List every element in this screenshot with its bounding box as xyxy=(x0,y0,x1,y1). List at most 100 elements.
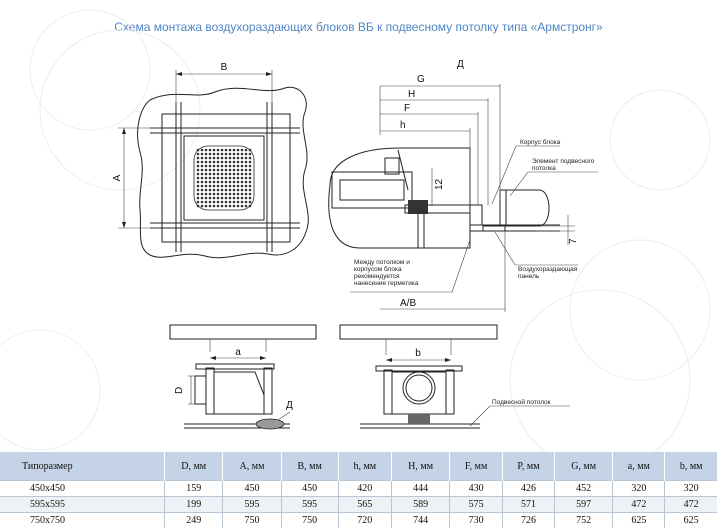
grille-hole xyxy=(237,205,240,208)
grille-hole xyxy=(213,181,216,184)
grille-hole xyxy=(229,185,232,188)
grille-hole xyxy=(237,161,240,164)
table-cell: 320 xyxy=(665,481,717,497)
grille-hole xyxy=(201,185,204,188)
grille-hole xyxy=(241,189,244,192)
grille-hole xyxy=(213,161,216,164)
grille-hole xyxy=(225,149,228,152)
grille-hole xyxy=(221,177,224,180)
grille-hole xyxy=(221,165,224,168)
grille-hole xyxy=(237,193,240,196)
table-cell: 571 xyxy=(502,497,554,513)
grille-hole xyxy=(201,181,204,184)
grille-hole xyxy=(217,205,220,208)
grille-hole xyxy=(205,181,208,184)
grille-hole xyxy=(245,181,248,184)
grille-hole xyxy=(201,161,204,164)
grille-hole xyxy=(249,177,252,180)
grille-hole xyxy=(225,169,228,172)
grille-hole xyxy=(233,161,236,164)
grille-hole xyxy=(245,161,248,164)
grille-hole xyxy=(237,157,240,160)
grille-hole xyxy=(217,185,220,188)
grille-hole xyxy=(221,157,224,160)
grille-hole xyxy=(237,165,240,168)
callout-element-1: Элемент подвесного xyxy=(532,158,595,165)
grille-hole xyxy=(241,157,244,160)
grille-hole xyxy=(213,165,216,168)
grille-hole xyxy=(225,173,228,176)
grille-hole xyxy=(221,161,224,164)
grille-hole xyxy=(225,185,228,188)
grille-hole xyxy=(249,173,252,176)
grille-hole xyxy=(209,165,212,168)
grille-hole xyxy=(205,153,208,156)
grille-hole xyxy=(245,197,248,200)
grille-hole xyxy=(241,165,244,168)
grille-hole xyxy=(229,181,232,184)
grille-hole xyxy=(217,161,220,164)
table-cell: 450 xyxy=(281,481,338,497)
grille-hole xyxy=(245,193,248,196)
grille-hole xyxy=(221,205,224,208)
grille-hole xyxy=(229,177,232,180)
grille-hole xyxy=(233,149,236,152)
grille-hole xyxy=(225,165,228,168)
table-cell: 452 xyxy=(555,481,613,497)
grille-hole xyxy=(241,153,244,156)
grille-hole xyxy=(249,169,252,172)
table-cell: 597 xyxy=(555,497,613,513)
grille-hole xyxy=(209,185,212,188)
grille-hole xyxy=(225,197,228,200)
grille-hole xyxy=(197,201,200,204)
grille-hole xyxy=(217,177,220,180)
grille-hole xyxy=(233,153,236,156)
table-header-cell: F, мм xyxy=(450,452,503,481)
grille-hole xyxy=(205,197,208,200)
grille-hole xyxy=(233,165,236,168)
dim-label-A: A xyxy=(112,174,123,181)
grille-hole xyxy=(213,201,216,204)
grille-hole xyxy=(225,153,228,156)
callout-panel-1: Воздухораздающая xyxy=(518,266,578,273)
grille-hole xyxy=(225,161,228,164)
grille-hole xyxy=(197,153,200,156)
grille-hole xyxy=(229,149,232,152)
grille-hole xyxy=(197,149,200,152)
grille-hole xyxy=(237,201,240,204)
grille-hole xyxy=(233,157,236,160)
grille-hole xyxy=(225,181,228,184)
table-cell: 199 xyxy=(165,497,223,513)
table-cell: 430 xyxy=(450,481,503,497)
grille-hole xyxy=(249,193,252,196)
grille-hole xyxy=(245,149,248,152)
grille-hole xyxy=(201,149,204,152)
grille-hole xyxy=(205,169,208,172)
dim-label-b: b xyxy=(415,348,421,359)
top-view: B A xyxy=(112,62,308,258)
table-cell: 595 xyxy=(223,497,281,513)
grille-hole xyxy=(217,197,220,200)
grille-hole xyxy=(241,201,244,204)
grille-hole xyxy=(209,197,212,200)
grille-hole xyxy=(233,201,236,204)
grille-hole xyxy=(209,173,212,176)
table-header-cell: D, мм xyxy=(165,452,223,481)
grille-hole xyxy=(221,149,224,152)
grille-hole xyxy=(201,177,204,180)
grille-hole xyxy=(233,197,236,200)
grille-hole xyxy=(197,165,200,168)
callout-mezhdu-3: рекомендуется xyxy=(354,273,400,280)
grille-hole xyxy=(197,181,200,184)
grille-hole xyxy=(213,149,216,152)
grille-hole xyxy=(197,161,200,164)
dim-label-D-top: Д xyxy=(457,59,464,70)
grille-hole xyxy=(209,181,212,184)
grille-hole xyxy=(217,193,220,196)
grille-hole xyxy=(221,189,224,192)
grille-hole xyxy=(201,193,204,196)
grille-hole xyxy=(221,185,224,188)
section-view: G H F h Д 12 7 A/B Корпус блока Элемент … xyxy=(329,59,598,312)
callout-panel-2: панель xyxy=(518,273,540,280)
grille-hole xyxy=(249,205,252,208)
